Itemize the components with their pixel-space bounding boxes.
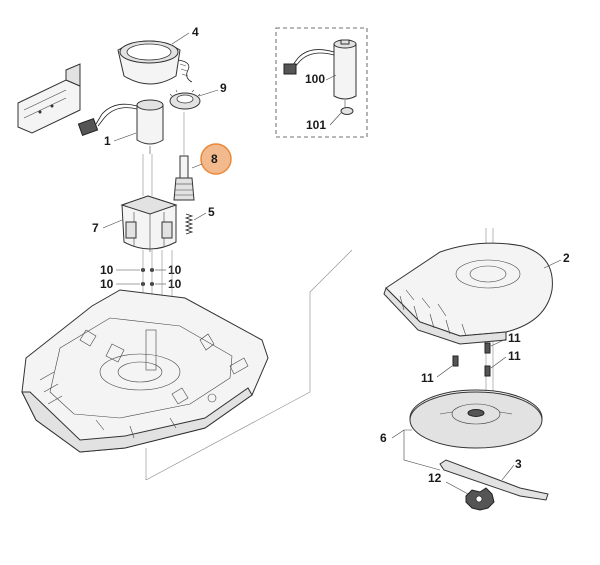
washer-101-illustration <box>340 107 354 115</box>
callout-12: 12 <box>428 471 442 485</box>
screws-10-illustration: 10 10 10 10 <box>100 263 182 291</box>
wiring-bracket-illustration <box>17 63 81 134</box>
blade-3-illustration: 3 <box>439 457 549 501</box>
blade-cover-2-illustration: 2 <box>383 242 570 345</box>
housing-ring-4-illustration: 4 <box>117 25 199 85</box>
callout-1: 1 <box>104 134 111 148</box>
highlight-circle <box>200 143 232 175</box>
callout-7: 7 <box>92 221 99 235</box>
callout-10-c: 10 <box>100 277 114 291</box>
gear-9-illustration: 9 <box>169 81 227 110</box>
callout-8: 8 <box>211 152 218 166</box>
callout-10-a: 10 <box>100 263 114 277</box>
callout-3: 3 <box>515 457 522 471</box>
motor-100-illustration <box>283 39 357 107</box>
callout-11-b: 11 <box>508 349 521 363</box>
blade-disc-6-illustration: 6 <box>380 389 543 471</box>
callout-11-c: 11 <box>421 371 434 385</box>
callout-100: 100 <box>305 72 325 86</box>
gear-12-illustration: 12 <box>428 471 495 511</box>
motor-1-illustration: 1 <box>77 99 164 154</box>
callout-5: 5 <box>208 205 215 219</box>
callout-9: 9 <box>220 81 227 95</box>
callout-101: 101 <box>306 118 326 132</box>
callout-2: 2 <box>563 251 570 265</box>
inset-box: 100 101 <box>275 27 368 138</box>
chassis-illustration <box>21 289 269 453</box>
connection-guide <box>145 249 353 481</box>
motor-housing-7-illustration: 7 <box>92 195 178 252</box>
callout-6: 6 <box>380 431 387 445</box>
callout-4: 4 <box>192 25 199 39</box>
shaft-8-illustration: 8 <box>173 143 232 201</box>
callout-10-d: 10 <box>168 277 182 291</box>
screws-11-illustration: 11 11 11 <box>421 331 521 385</box>
callout-10-b: 10 <box>168 263 182 277</box>
callout-11-a: 11 <box>508 331 521 345</box>
spring-5-illustration: 5 <box>184 205 215 235</box>
